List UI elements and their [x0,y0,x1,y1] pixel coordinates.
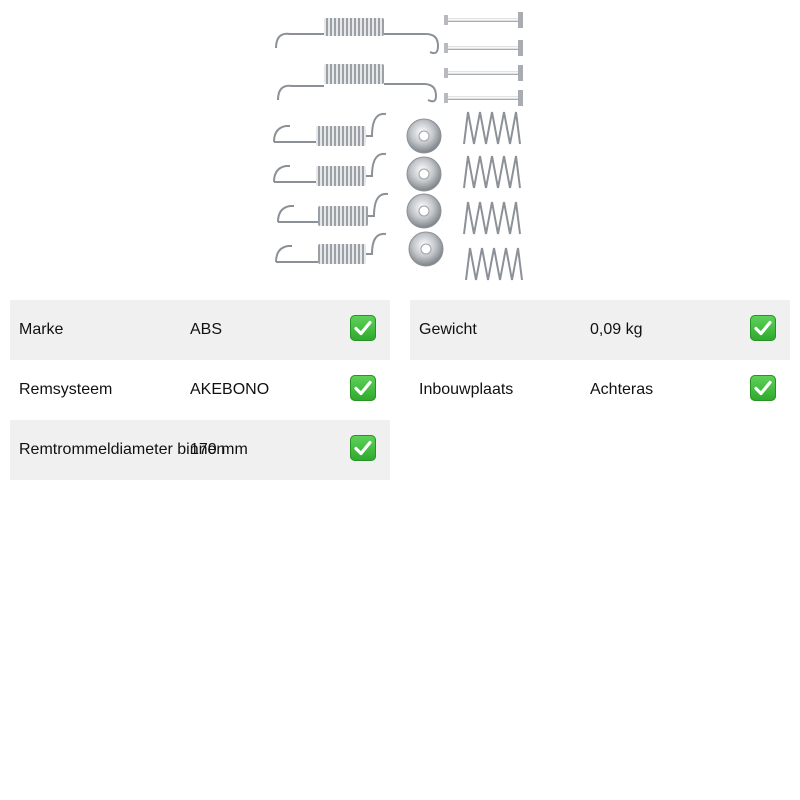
adjuster-springs [273,112,389,264]
spec-label: Remtrommeldiameter binnen [19,441,226,458]
spec-row-gewicht: Gewicht 0,09 kg [410,300,790,360]
spec-table-right: Gewicht 0,09 kg Inbouwplaats Achteras [410,300,790,420]
check-mark-icon [350,315,376,341]
check-mark-icon [750,315,776,341]
spec-row-remtrommeldiameter: Remtrommeldiameter binnen 170 mm [10,420,390,480]
product-image [268,8,532,288]
return-spring-long [277,64,438,103]
spec-label: Gewicht [419,321,477,338]
check-mark-icon [350,375,376,401]
spec-value: Achteras [590,381,654,398]
check-mark-icon [350,435,376,461]
spec-value: ABS [190,321,223,338]
spec-label: Remsysteem [19,381,113,398]
spec-row-inbouwplaats: Inbouwplaats Achteras [410,360,790,420]
spec-label: Marke [19,321,64,338]
spec-label: Inbouwplaats [419,381,514,398]
spec-table-left: Marke ABS Remsysteem AKEBONO Remtrommeld… [10,300,390,480]
cup-washers [406,118,444,267]
spec-value: AKEBONO [190,381,270,398]
spec-value: 0,09 kg [590,321,643,338]
brake-spring-kit-image [273,12,523,281]
hold-down-springs [463,111,523,281]
spec-row-marke: Marke ABS [10,300,390,360]
hold-down-pins [444,12,523,106]
check-mark-icon [750,375,776,401]
spec-value: 170 mm [190,441,248,458]
return-spring-long [275,18,440,55]
spec-row-remsysteem: Remsysteem AKEBONO [10,360,390,420]
